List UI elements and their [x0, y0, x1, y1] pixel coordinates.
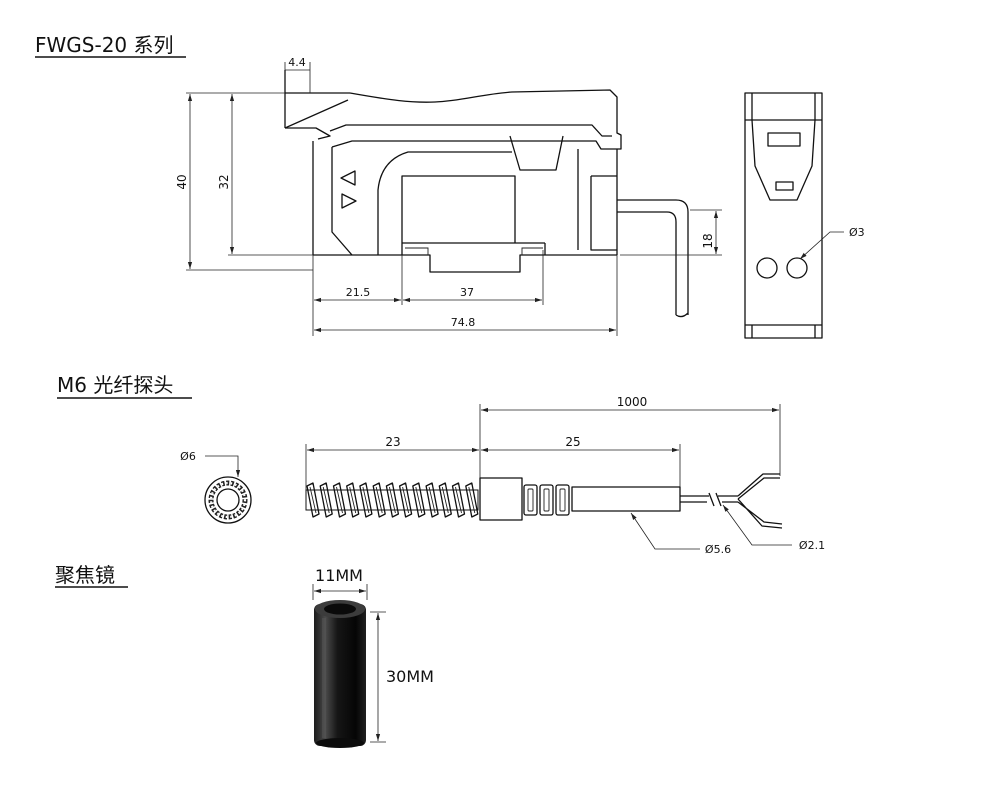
- amplifier-side-view: [284, 70, 689, 318]
- dim-thread-diameter: Ø6: [180, 450, 241, 477]
- svg-text:1000: 1000: [617, 395, 648, 409]
- svg-text:Ø2.1: Ø2.1: [799, 539, 825, 552]
- indicator-window: [767, 132, 801, 147]
- dim-body-height: 32: [217, 94, 313, 256]
- dim-lens-diameter: 11MM: [312, 566, 368, 600]
- arrow-left-icon: [340, 170, 356, 186]
- svg-text:Ø3: Ø3: [849, 226, 865, 239]
- amplifier-section: FWGS-20 系列: [35, 33, 865, 339]
- probe-section-title: M6 光纤探头: [57, 373, 173, 397]
- lens-section: 聚焦镜 11MM 30MM: [55, 563, 434, 748]
- fiber-hole-left: [756, 257, 778, 279]
- probe-end-view: [204, 476, 252, 524]
- svg-text:23: 23: [385, 435, 400, 449]
- dim-slot-width: 37: [460, 286, 474, 299]
- svg-text:30MM: 30MM: [386, 667, 434, 686]
- dim-total-length: 74.8: [451, 316, 476, 329]
- probe-fiber-split: [737, 473, 783, 529]
- arrow-right-icon: [341, 193, 357, 209]
- svg-text:Ø5.6: Ø5.6: [705, 543, 731, 556]
- svg-text:18: 18: [701, 233, 715, 248]
- svg-text:32: 32: [217, 174, 231, 189]
- probe-thread-ridges: [309, 486, 476, 514]
- probe-sleeve: [571, 486, 681, 512]
- svg-text:40: 40: [175, 174, 189, 189]
- dim-total-height: 40: [175, 92, 313, 271]
- focusing-lens: [314, 600, 366, 748]
- dim-thread-length: 23: [305, 435, 479, 490]
- probe-nut: [479, 477, 523, 521]
- svg-text:4.4: 4.4: [288, 56, 306, 69]
- probe-thread: [306, 482, 479, 518]
- amplifier-section-title: FWGS-20 系列: [35, 33, 174, 57]
- probe-flex-joint: [523, 484, 570, 516]
- dim-bottom-lengths: 21.5 37 74.8: [312, 250, 618, 336]
- dim-sleeve-diameter: Ø5.6: [630, 512, 731, 556]
- dim-lens-length: 30MM: [370, 611, 434, 743]
- probe-side-view: [305, 473, 783, 529]
- amplifier-cable: [617, 199, 689, 318]
- dim-clip-width: 4.4: [284, 56, 311, 93]
- amplifier-front-view: [744, 92, 823, 339]
- dim-cable-height: 18: [620, 209, 722, 256]
- dim-sleeve-length: 25: [481, 435, 681, 487]
- dim-fiber-diameter: Ø2.1: [722, 504, 825, 552]
- svg-text:11MM: 11MM: [315, 566, 363, 585]
- dim-hole-diameter: Ø3: [799, 226, 865, 260]
- dim-cable-length: 1000: [479, 395, 781, 478]
- svg-text:Ø6: Ø6: [180, 450, 196, 463]
- dim-left-offset: 21.5: [346, 286, 371, 299]
- probe-fiber: [680, 492, 738, 507]
- svg-text:25: 25: [565, 435, 580, 449]
- probe-section: M6 光纤探头 1000 23 25: [57, 373, 825, 556]
- fiber-hole-right: [786, 257, 808, 279]
- lens-section-title: 聚焦镜: [55, 563, 115, 587]
